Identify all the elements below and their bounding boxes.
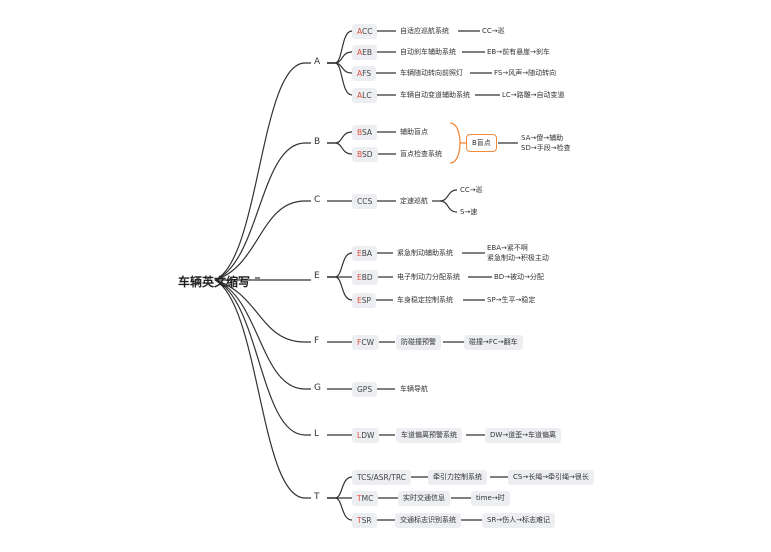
abbr-bsd[interactable]: BSD	[352, 147, 378, 162]
letter-a[interactable]: A	[314, 57, 321, 67]
abbr-rest: CC	[362, 27, 373, 36]
letter-c[interactable]: C	[314, 195, 321, 205]
abbr-rest: TCS/ASR/TRC	[357, 473, 406, 482]
full-name[interactable]: 电子制动力分配系统	[397, 273, 460, 281]
abbr-ccs[interactable]: CCS	[352, 194, 378, 209]
abbr-rest: FS	[362, 69, 372, 78]
mnemonic-note[interactable]: EBA→紧不啊 紧急制动→积极主动	[487, 244, 549, 262]
abbr-acc[interactable]: ACC	[352, 24, 378, 39]
abbr-rest: SD	[362, 150, 373, 159]
abbr-highlight: B	[357, 150, 363, 159]
abbr-highlight: L	[357, 431, 362, 440]
mnemonic-note[interactable]: SP→生平→稳定	[487, 296, 536, 304]
abbr-bsa[interactable]: BSA	[352, 125, 378, 140]
abbr-highlight: B	[357, 128, 363, 137]
root-topic[interactable]: 车辆英文缩写	[178, 275, 251, 289]
full-name[interactable]: 紧急制动辅助系统	[397, 249, 453, 257]
full-name[interactable]: 自动刹车辅助系统	[400, 48, 456, 56]
abbr-afs[interactable]: AFS	[352, 66, 377, 81]
letter-b[interactable]: B	[314, 137, 321, 147]
full-name[interactable]: 辅助盲点	[400, 128, 428, 136]
abbr-tmc[interactable]: TMC	[352, 491, 379, 506]
letter-e[interactable]: E	[314, 271, 320, 281]
abbr-ldw[interactable]: LDW	[352, 428, 380, 443]
full-name-box[interactable]: 防碰撞预警	[396, 335, 441, 350]
abbr-rest: SA	[362, 128, 373, 137]
abbr-highlight: E	[357, 273, 362, 282]
mnemonic-box[interactable]: 碰撞→FC→翻车	[464, 335, 523, 350]
abbr-tsr[interactable]: TSR	[352, 513, 377, 528]
b-summary-note[interactable]: SD→手段→检查	[521, 144, 571, 152]
abbr-rest: SR	[361, 516, 372, 525]
abbr-rest: EB	[362, 48, 373, 57]
abbr-highlight: A	[357, 48, 363, 57]
abbr-highlight: E	[357, 296, 362, 305]
abbr-rest: MC	[361, 494, 374, 503]
abbr-highlight: F	[357, 338, 362, 347]
b-summary-note[interactable]: SA→傻→辅助	[521, 134, 564, 142]
b-summary-box[interactable]: B盲点	[466, 134, 497, 152]
abbr-gps[interactable]: GPS	[352, 382, 378, 397]
ccs-branch[interactable]: CC→巡	[460, 186, 483, 194]
abbr-highlight: T	[357, 516, 362, 525]
mnemonic-note[interactable]: EB→前有悬崖→刹车	[487, 48, 550, 56]
mnemonic-note[interactable]: CC→巡	[482, 27, 505, 35]
abbr-rest: SP	[361, 296, 372, 305]
abbr-highlight: A	[357, 91, 363, 100]
letter-g[interactable]: G	[314, 383, 321, 393]
mnemonic-box[interactable]: CS→长绳→牵引绳→很长	[508, 470, 594, 485]
full-name-box[interactable]: 车道偏离预警系统	[396, 428, 462, 443]
mnemonic-note[interactable]: BD→被动→分配	[494, 273, 544, 281]
mnemonic-box[interactable]: time→时	[471, 491, 510, 506]
abbr-rest: BD	[361, 273, 373, 282]
abbr-esp[interactable]: ESP	[352, 293, 377, 308]
abbr-ebd[interactable]: EBD	[352, 270, 378, 285]
abbr-highlight: E	[357, 249, 362, 258]
full-name[interactable]: 车辆导航	[400, 385, 428, 393]
abbr-tcs[interactable]: TCS/ASR/TRC	[352, 470, 411, 485]
full-name-box[interactable]: 实时交通信息	[398, 491, 450, 506]
abbr-rest: LC	[362, 91, 372, 100]
abbr-rest: CW	[361, 338, 374, 347]
letter-l[interactable]: L	[314, 429, 320, 439]
mnemonic-box[interactable]: SR→伤人→标志难记	[482, 513, 556, 528]
full-name-box[interactable]: 交通标志识别系统	[395, 513, 461, 528]
mnemonic-note[interactable]: FS→风声→随动转向	[494, 69, 557, 77]
abbr-eba[interactable]: EBA	[352, 246, 378, 261]
full-name[interactable]: 车身稳定控制系统	[397, 296, 453, 304]
letter-f[interactable]: F	[314, 336, 320, 346]
letter-t[interactable]: T	[314, 492, 320, 502]
abbr-highlight: A	[357, 69, 363, 78]
ccs-branch[interactable]: S→速	[460, 208, 478, 216]
full-name[interactable]: 车辆随动转向前照灯	[400, 69, 463, 77]
mnemonic-note[interactable]: LC→路雕→自动变道	[502, 91, 565, 99]
mnemonic-box[interactable]: DW→道歪→车道偏离	[485, 428, 562, 443]
abbr-highlight: T	[357, 494, 362, 503]
abbr-rest: DW	[361, 431, 375, 440]
abbr-alc[interactable]: ALC	[352, 88, 377, 103]
full-name[interactable]: 定速巡航	[400, 197, 428, 205]
full-name[interactable]: 车辆自动变道辅助系统	[400, 91, 470, 99]
full-name[interactable]: 盲点检查系统	[400, 150, 442, 158]
abbr-aeb[interactable]: AEB	[352, 45, 378, 60]
full-name[interactable]: 自适应巡航系统	[400, 27, 449, 35]
abbr-fcw[interactable]: FCW	[352, 335, 379, 350]
full-name-box[interactable]: 牵引力控制系统	[428, 470, 487, 485]
abbr-rest: GPS	[357, 385, 373, 394]
abbr-rest: CCS	[357, 197, 373, 206]
abbr-highlight: A	[357, 27, 362, 36]
abbr-rest: BA	[361, 249, 373, 258]
